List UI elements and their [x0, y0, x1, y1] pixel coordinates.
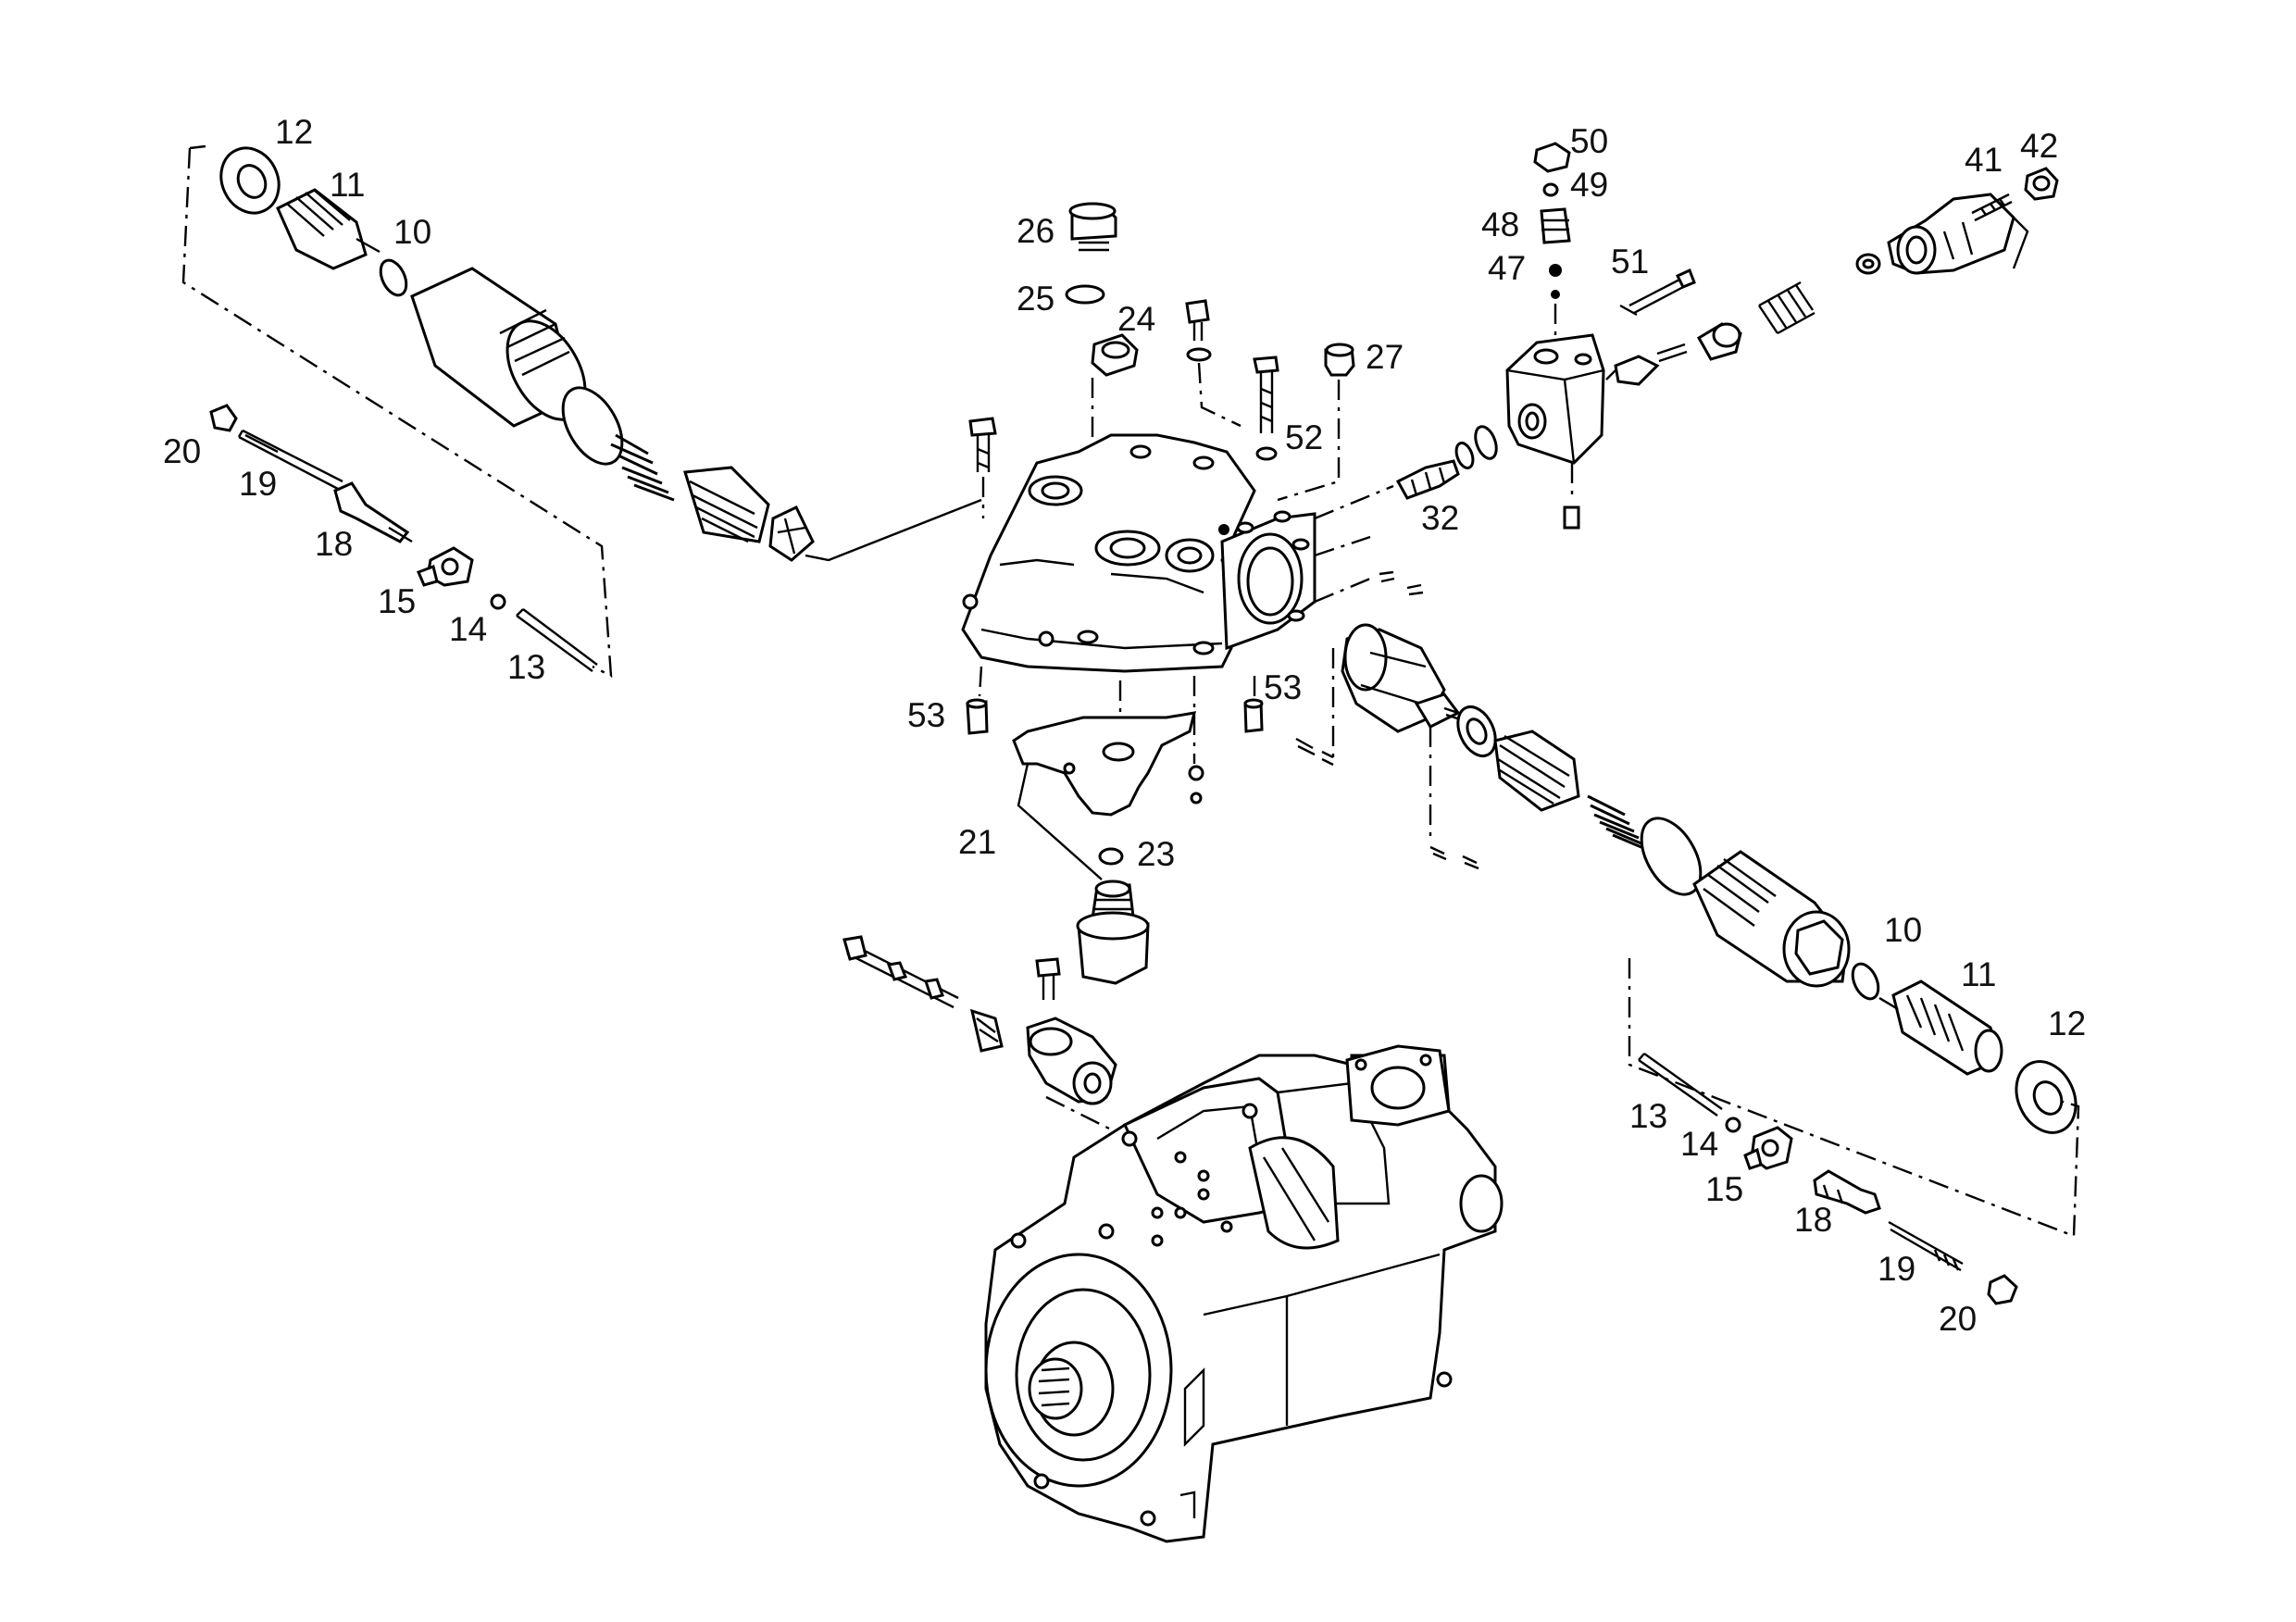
callout-24: 24 — [1117, 300, 1155, 338]
part-19-left-stud — [237, 429, 343, 491]
callout-11-left: 11 — [330, 166, 365, 204]
callout-26: 26 — [1017, 212, 1054, 250]
callout-15-right: 15 — [1705, 1170, 1743, 1208]
part-25-washer — [1065, 284, 1105, 305]
part-23-ring — [1098, 847, 1124, 866]
callout-10-left: 10 — [393, 213, 431, 251]
right-cartridge-body — [1692, 850, 1851, 988]
pump-housing — [984, 1044, 1504, 1543]
part-11-left — [276, 188, 381, 270]
callout-51: 51 — [1611, 243, 1649, 281]
callout-21: 21 — [958, 823, 996, 861]
part-41-screw — [1971, 193, 2013, 222]
part-14-left-ring — [490, 593, 506, 610]
callout-labels: 12 11 10 20 19 18 15 14 13 26 25 24 27 5… — [163, 113, 2086, 1338]
part-48-fitting — [1540, 207, 1571, 244]
callout-14-right: 14 — [1680, 1125, 1718, 1163]
callout-50: 50 — [1570, 122, 1608, 160]
left-valve-assembly — [181, 144, 982, 679]
part-47-ball — [1549, 264, 1562, 277]
part-20-right-nut — [1987, 1274, 2018, 1305]
left-valve-seat — [768, 505, 815, 562]
part-18-right — [1813, 1169, 1881, 1215]
part-49-washer — [1542, 182, 1559, 197]
callout-14-left: 14 — [449, 610, 487, 648]
part-10-right-oring — [1851, 962, 1880, 1001]
callout-25: 25 — [1017, 280, 1054, 318]
right-valve-assembly — [1341, 623, 2080, 1305]
part-11-right — [1878, 979, 2003, 1076]
part-24-nut — [1091, 333, 1139, 377]
right-large-oring — [1640, 817, 1703, 896]
callout-52: 52 — [1285, 418, 1323, 456]
left-springs — [610, 433, 770, 543]
callout-12-right: 12 — [2048, 1004, 2086, 1042]
callout-19-left: 19 — [239, 465, 277, 503]
part-13-right-pin — [1638, 1053, 1723, 1117]
callout-23: 23 — [1137, 835, 1175, 873]
callout-47: 47 — [1488, 249, 1526, 287]
callout-18-left: 18 — [315, 525, 353, 563]
callout-53-left: 53 — [907, 696, 945, 734]
piston — [1076, 880, 1150, 985]
part-52-bolt — [1253, 356, 1279, 374]
callout-18-right: 18 — [1794, 1201, 1832, 1239]
callout-48: 48 — [1481, 206, 1519, 243]
part-20-left-nut — [209, 404, 238, 432]
part-19-right-stud — [1888, 1220, 1964, 1272]
part-10-left-oring — [379, 258, 408, 297]
callout-32: 32 — [1421, 499, 1459, 537]
part-13-left-pin — [516, 608, 598, 672]
callout-19-right: 19 — [1878, 1250, 1915, 1288]
part-50-nut — [1533, 142, 1571, 173]
lever-21-assembly — [1012, 711, 1197, 985]
right-springs — [1493, 730, 1649, 852]
callout-15-left: 15 — [378, 582, 416, 620]
part-21-lever — [1012, 711, 1197, 817]
part-12-right — [2015, 1060, 2078, 1134]
callout-13-right: 13 — [1629, 1097, 1667, 1135]
callout-53-right: 53 — [1264, 668, 1302, 706]
lower-stem-assembly — [842, 935, 1140, 1136]
callout-10-right: 10 — [1884, 911, 1922, 949]
part-26-plug — [1068, 202, 1117, 252]
callout-12-left: 12 — [275, 113, 313, 151]
part-12-left — [219, 146, 281, 215]
callout-42: 42 — [2020, 127, 2058, 165]
callout-13-left: 13 — [507, 648, 545, 686]
left-large-oring — [561, 386, 624, 466]
callout-27: 27 — [1366, 338, 1404, 376]
callout-11-right: 11 — [1961, 955, 1996, 993]
part-14-right-ring — [1725, 1117, 1741, 1133]
callout-41: 41 — [1965, 141, 2003, 179]
control-housing — [961, 202, 1424, 805]
callout-49: 49 — [1570, 166, 1608, 204]
callout-20-left: 20 — [163, 432, 201, 470]
callout-20-right: 20 — [1939, 1300, 1977, 1338]
part-51-bolt — [1628, 276, 1688, 315]
pilot-assembly — [1314, 142, 2059, 530]
